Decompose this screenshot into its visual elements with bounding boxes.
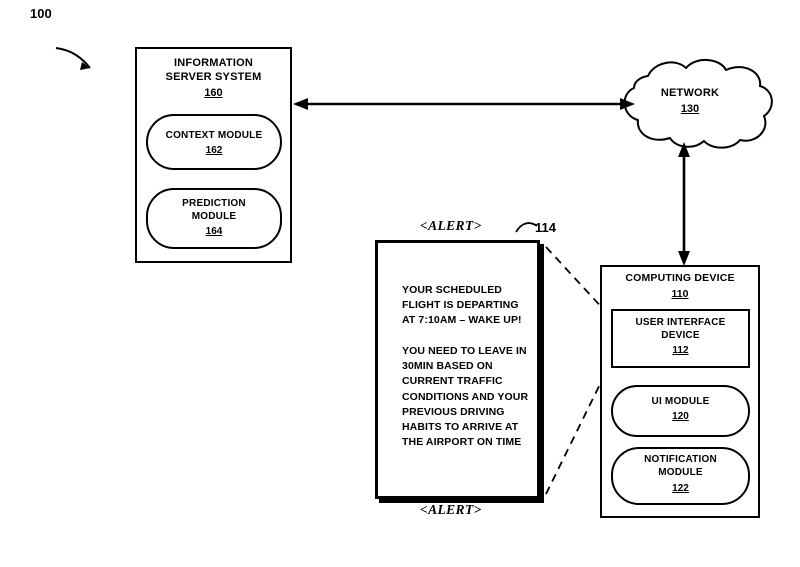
user-interface-device-ref: 112 <box>672 345 689 356</box>
arrow-network-to-device <box>678 142 690 266</box>
prediction-module-title: PREDICTION MODULE <box>182 198 246 222</box>
network-ref: 130 <box>680 103 700 115</box>
user-interface-device-box <box>611 309 750 368</box>
ui-module-box <box>611 385 750 437</box>
figure-reference-leader <box>55 47 91 70</box>
arrow-server-to-network <box>293 98 635 110</box>
information-server-system-ref: 160 <box>204 87 223 99</box>
alert-tag-top: <ALERT> <box>420 218 482 233</box>
computing-device-ref: 110 <box>671 288 689 300</box>
network-title: NETWORK <box>660 87 720 99</box>
ui-module-ref: 120 <box>672 411 689 422</box>
context-module-box <box>146 114 282 170</box>
context-module-title: CONTEXT MODULE <box>165 130 263 141</box>
information-server-system-title: INFORMATION SERVER SYSTEM <box>165 57 262 84</box>
alert-reference-leader <box>515 222 538 233</box>
alert-callout-lines <box>545 246 607 495</box>
alert-reference-label: 114 <box>535 220 556 235</box>
notification-module-title: NOTIFICATION MODULE <box>644 454 717 478</box>
ui-module-title: UI MODULE <box>651 396 710 407</box>
alert-tag-bottom: <ALERT> <box>420 502 482 517</box>
notification-module-ref: 122 <box>672 483 689 494</box>
prediction-module-ref: 164 <box>205 226 223 237</box>
context-module-ref: 162 <box>205 145 223 156</box>
computing-device-title: COMPUTING DEVICE <box>625 272 735 284</box>
alert-body-text: YOUR SCHEDULED FLIGHT IS DEPARTING AT 7:… <box>402 284 529 449</box>
notification-module-box <box>611 447 750 505</box>
network-cloud-shape <box>623 59 773 149</box>
prediction-module-box <box>146 188 282 249</box>
alert-notification-card[interactable]: YOUR SCHEDULED FLIGHT IS DEPARTING AT 7:… <box>375 240 540 499</box>
user-interface-device-title: USER INTERFACE DEVICE <box>635 317 726 341</box>
figure-reference-label: 100 <box>30 6 52 21</box>
